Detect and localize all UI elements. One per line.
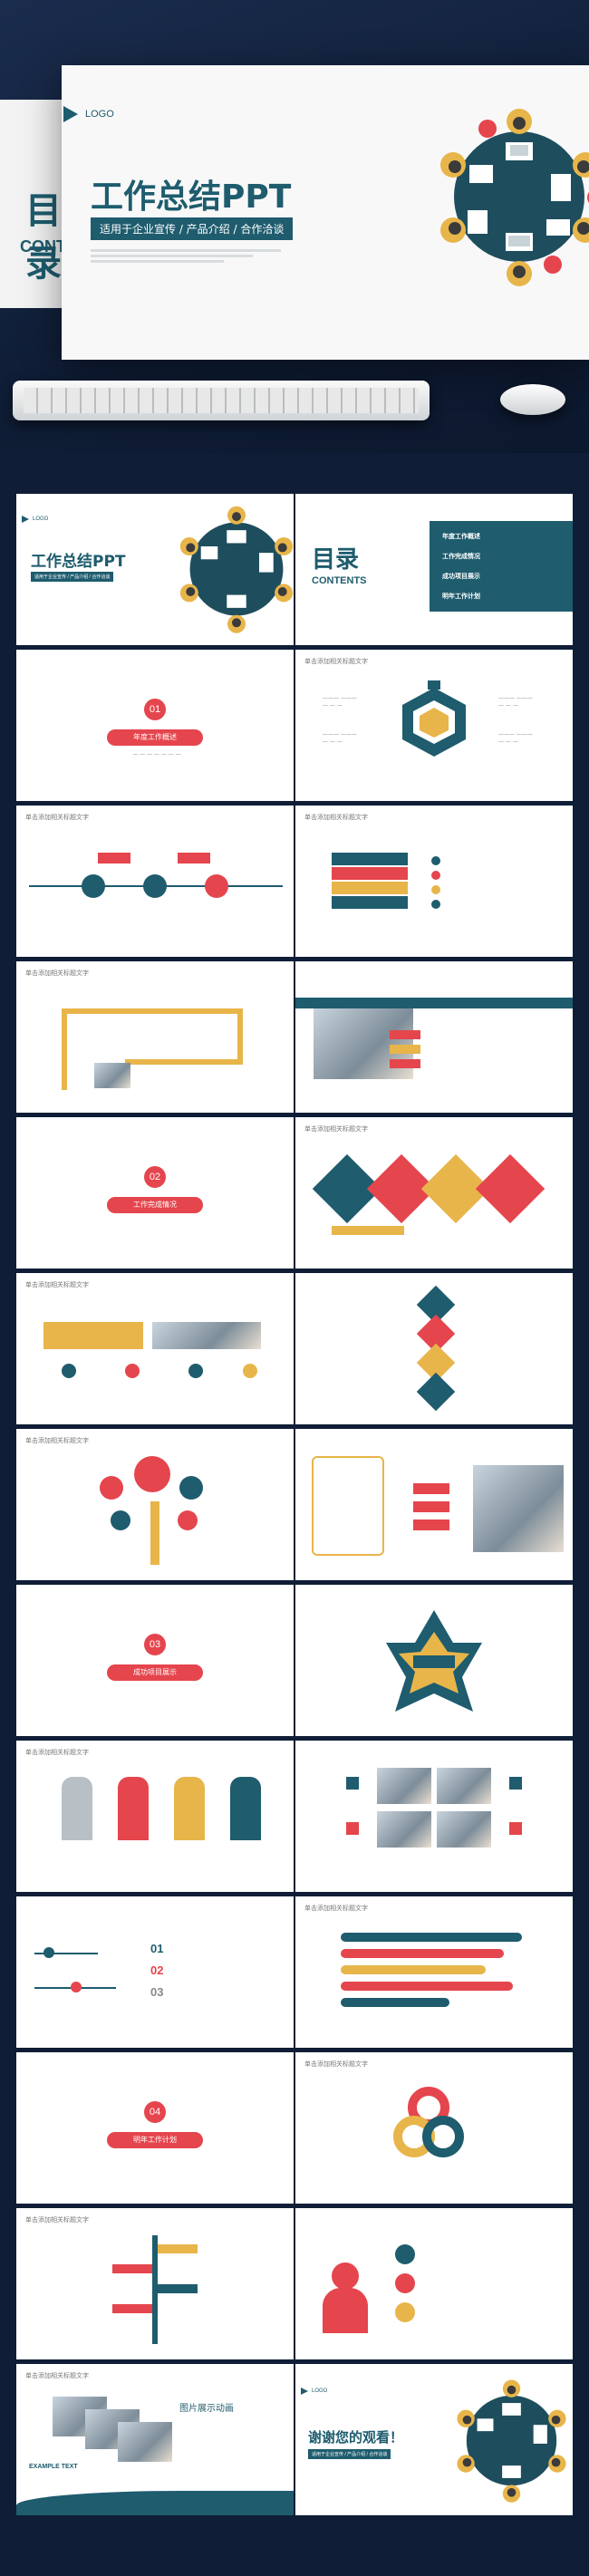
slide-diamond-vertical[interactable]: [295, 1273, 573, 1424]
slide-signpost[interactable]: 单击添加相关标题文字: [16, 2208, 294, 2359]
slide-section-01[interactable]: 01 年度工作概述 — — — — — — —: [16, 650, 294, 801]
slide-section-02[interactable]: 02 工作完成情况: [16, 1117, 294, 1269]
hexagon-cycle-diagram: [402, 680, 466, 757]
meeting-table-illustration: [440, 109, 589, 286]
section-number: 04: [144, 2101, 166, 2123]
meeting-table-illustration: [457, 2379, 566, 2503]
slide-star-diagram[interactable]: [295, 1585, 573, 1736]
timeline-node: [143, 874, 167, 898]
toc-item[interactable]: 成功项目展示: [442, 574, 480, 580]
section-number: 03: [144, 1634, 166, 1655]
star-diagram: [386, 1610, 482, 1712]
hero-subtitle: 适用于企业宣传 / 产品介绍 / 合作洽谈: [91, 217, 294, 240]
slide-header: 单击添加相关标题文字: [25, 970, 89, 977]
timeline-node: [82, 874, 105, 898]
hero-title: 工作总结PPT: [91, 178, 292, 216]
slide-photo-showcase[interactable]: 单击添加相关标题文字 图片展示动画 EXAMPLE TEXT: [16, 2364, 294, 2515]
slide-header: 单击添加相关标题文字: [25, 2372, 89, 2379]
photo-show-title: 图片展示动画: [179, 2404, 234, 2414]
slide-photo-list[interactable]: [295, 961, 573, 1113]
logo: LOGO: [63, 106, 114, 122]
closing-title: 谢谢您的观看！: [308, 2429, 404, 2446]
toc-item[interactable]: 工作完成情况: [442, 554, 480, 560]
slide-path-steps[interactable]: 单击添加相关标题文字: [16, 961, 294, 1113]
front-slide-preview: LOGO 工作总结PPT 适用于企业宣传 / 产品介绍 / 合作洽谈: [62, 65, 589, 360]
hero-placeholder-text: [91, 246, 281, 265]
slide-header: 单击添加相关标题文字: [25, 814, 89, 821]
slide-header: 单击添加相关标题文字: [304, 658, 368, 665]
closing-subtitle: 适用于企业宣传 / 产品介绍 / 合作洽谈: [308, 2449, 391, 2459]
section-number: 01: [144, 699, 166, 720]
slide-chain-diagram[interactable]: 单击添加相关标题文字: [295, 2052, 573, 2204]
slide-icon-timeline[interactable]: 单击添加相关标题文字: [16, 806, 294, 957]
slide-cover-title: 工作总结PPT: [31, 553, 126, 571]
slide-header: 单击添加相关标题文字: [25, 1281, 89, 1288]
slide-header: 单击添加相关标题文字: [25, 2216, 89, 2224]
keyboard-illustration: [13, 381, 430, 420]
toc-subtitle: CONTENTS: [312, 575, 367, 586]
slide-header: 单击添加相关标题文字: [304, 814, 368, 821]
slide-section-03[interactable]: 03 成功项目展示: [16, 1585, 294, 1736]
slide-logo: LOGO: [22, 516, 48, 523]
toc-title: 目录: [312, 546, 360, 574]
slide-cover-subtitle: 适用于企业宣传 / 产品介绍 / 合作洽谈: [31, 572, 114, 582]
slide-photo-grid[interactable]: [295, 1741, 573, 1892]
section-label: 明年工作计划: [107, 2132, 203, 2148]
slide-header: 单击添加相关标题文字: [304, 1905, 368, 1912]
slide-section-04[interactable]: 04 明年工作计划: [16, 2052, 294, 2204]
photo: [314, 1007, 413, 1079]
section-label: 成功项目展示: [107, 1664, 203, 1681]
slide-diamond-blocks[interactable]: 单击添加相关标题文字: [295, 1117, 573, 1269]
toc-panel: 年度工作概述 工作完成情况 成功项目展示 明年工作计划: [430, 521, 573, 612]
section-label: 年度工作概述: [107, 729, 203, 746]
mouse-illustration: [500, 384, 565, 415]
logo-triangle-icon: [63, 106, 78, 122]
section-number: 02: [144, 1166, 166, 1188]
slide-people-network[interactable]: [295, 2208, 573, 2359]
slide-header: 单击添加相关标题文字: [25, 1749, 89, 1756]
slide-bar-chart[interactable]: 单击添加相关标题文字: [295, 1896, 573, 2048]
toc-item[interactable]: 年度工作概述: [442, 534, 480, 540]
slide-people-figures[interactable]: 单击添加相关标题文字: [16, 1741, 294, 1892]
slide-header: 单击添加相关标题文字: [25, 1437, 89, 1444]
slide-icon-row[interactable]: 单击添加相关标题文字: [16, 1273, 294, 1424]
toc-item[interactable]: 明年工作计划: [442, 593, 480, 600]
hero-banner: 目录 CONTENTS LOGO 工作总结PPT 适用于企业宣传 / 产品介绍 …: [0, 0, 589, 453]
slide-toc[interactable]: 目录 CONTENTS 年度工作概述 工作完成情况 成功项目展示 明年工作计划: [295, 494, 573, 645]
slide-arrow-photos[interactable]: [295, 1429, 573, 1580]
section-label: 工作完成情况: [107, 1197, 203, 1213]
slide-ribbon-list[interactable]: 单击添加相关标题文字: [295, 806, 573, 957]
meeting-table-illustration: [179, 506, 294, 633]
slide-closing[interactable]: LOGO 谢谢您的观看！ 适用于企业宣传 / 产品介绍 / 合作洽谈: [295, 2364, 573, 2515]
slide-cover[interactable]: LOGO 工作总结PPT 适用于企业宣传 / 产品介绍 / 合作洽谈: [16, 494, 294, 645]
slide-numbered-steps[interactable]: 01 02 03: [16, 1896, 294, 2048]
logo-text: LOGO: [85, 109, 114, 120]
timeline-node: [205, 874, 228, 898]
back-slide-title: 目录: [25, 190, 62, 285]
slide-hexagon-cycle[interactable]: 单击添加相关标题文字 ——— ———— — — ——— ———— — — ———…: [295, 650, 573, 801]
example-text: EXAMPLE TEXT: [29, 2464, 78, 2470]
slide-header: 单击添加相关标题文字: [304, 2060, 368, 2068]
slide-header: 单击添加相关标题文字: [304, 1125, 368, 1133]
slide-logo: LOGO: [301, 2388, 327, 2395]
slide-tree-diagram[interactable]: 单击添加相关标题文字: [16, 1429, 294, 1580]
